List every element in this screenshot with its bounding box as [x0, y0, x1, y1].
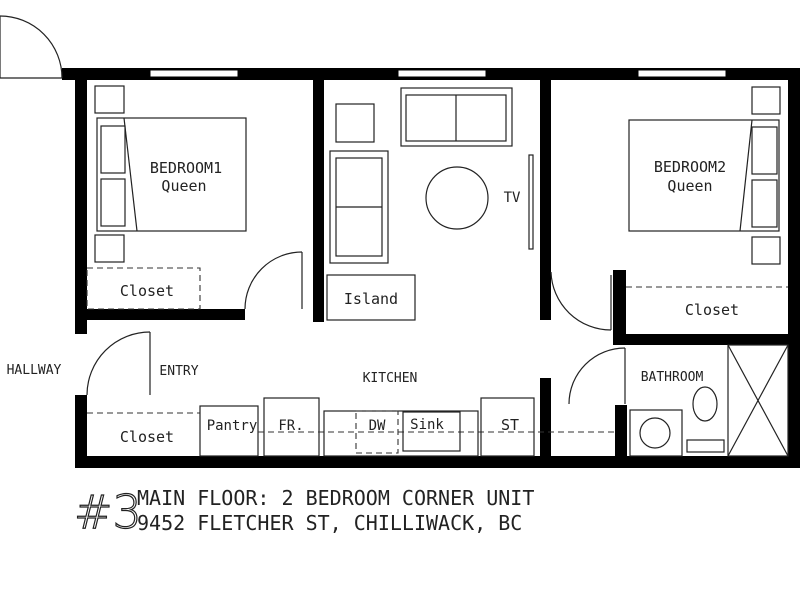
bedroom2-furniture — [626, 86, 788, 288]
label-closet-entry: Closet — [120, 428, 174, 446]
label-entry: ENTRY — [159, 364, 198, 379]
label-closet-bedroom1: Closet — [120, 282, 174, 300]
label-island: Island — [344, 290, 398, 308]
door-top-left-arc — [0, 15, 63, 79]
left-wall-upper — [75, 68, 87, 334]
left-wall-lower — [75, 395, 87, 468]
door-hallway-arc — [86, 331, 151, 396]
nightstand-2b — [751, 236, 781, 265]
wall-bedroom2-stub — [613, 270, 626, 338]
pillow-1a — [100, 125, 126, 174]
sink-basin — [692, 386, 718, 422]
doors — [0, 15, 626, 405]
pillow-2a — [751, 126, 778, 175]
bed-2 — [628, 119, 780, 232]
closet-bedroom1 — [86, 267, 201, 310]
nightstand-2a — [751, 86, 781, 115]
interior-walls — [87, 80, 800, 458]
door-bedroom1-arc — [244, 251, 303, 310]
dishwasher — [355, 410, 399, 454]
vanity-counter — [686, 439, 725, 453]
label-hallway: HALLWAY — [7, 363, 62, 378]
label-closet-bedroom2: Closet — [685, 301, 739, 319]
pillow-2b — [751, 179, 778, 228]
tv-stand — [528, 154, 534, 250]
unit-number: #3 — [74, 485, 142, 539]
label-fridge: FR. — [278, 418, 303, 434]
wall-bedroom1-living — [313, 80, 324, 322]
label-bedroom2: BEDROOM2 — [654, 158, 726, 176]
label-bedroom2-bed: Queen — [667, 177, 712, 195]
sofa-outer — [400, 87, 513, 147]
label-bedroom1-bed: Queen — [161, 177, 206, 195]
chair — [335, 103, 375, 143]
shower — [727, 344, 789, 457]
label-bathroom: BATHROOM — [641, 370, 704, 385]
label-dishwasher: DW — [369, 418, 386, 434]
exterior-walls — [62, 68, 800, 468]
label-sink: Sink — [410, 417, 444, 433]
bathroom-fixtures — [629, 344, 789, 457]
wall-bedroom1-bottom — [87, 309, 245, 320]
pillow-1b — [100, 178, 126, 227]
pantry — [199, 405, 259, 457]
bed-1 — [96, 117, 247, 232]
caption-line1: MAIN FLOOR: 2 BEDROOM CORNER UNIT — [137, 486, 534, 510]
window-bedroom1 — [149, 69, 239, 78]
sink — [402, 411, 461, 452]
loveseat-outer — [329, 150, 389, 264]
wall-kitchen-bath — [540, 378, 551, 458]
door-bathroom-arc — [568, 347, 626, 405]
island — [326, 274, 416, 321]
caption: #3 MAIN FLOOR: 2 BEDROOM CORNER UNIT 945… — [73, 484, 534, 539]
wall-bath-top — [613, 334, 800, 345]
caption-line2: 9452 FLETCHER ST, CHILLIWACK, BC — [137, 511, 522, 535]
label-bedroom1: BEDROOM1 — [150, 159, 222, 177]
label-tv: TV — [504, 190, 521, 206]
wall-bath-left — [615, 405, 627, 458]
window-living — [397, 69, 487, 78]
bedroom1-furniture — [86, 85, 247, 310]
coffee-table — [425, 166, 489, 230]
room-labels: BEDROOM1 Queen BEDROOM2 Queen TV Island … — [7, 158, 739, 446]
wall-living-bedroom2 — [540, 80, 551, 320]
kitchen-fixtures — [87, 397, 615, 457]
window-bedroom2 — [637, 69, 727, 78]
right-wall — [788, 68, 800, 468]
nightstand-1b — [94, 234, 125, 263]
door-bedroom2-arc — [550, 271, 612, 331]
stove — [480, 397, 535, 457]
label-stove: ST — [501, 416, 519, 434]
nightstand-1a — [94, 85, 125, 114]
label-kitchen: KITCHEN — [363, 371, 418, 386]
bottom-wall — [75, 456, 800, 468]
label-pantry: Pantry — [207, 418, 258, 434]
bathtub-base — [629, 409, 683, 457]
counter-cabinet — [323, 410, 479, 457]
toilet-bowl — [639, 417, 671, 449]
fridge — [263, 397, 320, 457]
living-furniture — [326, 87, 534, 321]
